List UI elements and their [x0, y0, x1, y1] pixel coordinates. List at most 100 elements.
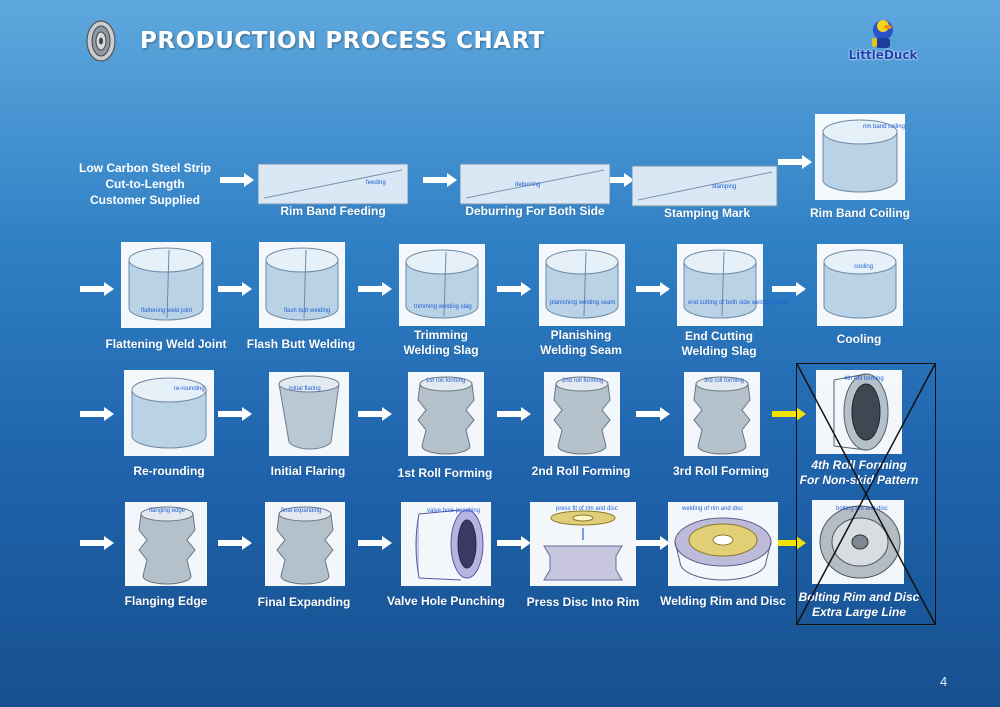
page-number: 4 — [940, 674, 948, 689]
step-label: Flattening Weld Joint — [105, 337, 227, 351]
right-arrow-icon — [497, 407, 531, 421]
step-tag: press fit of rim and disc — [556, 506, 618, 512]
step-label: Bolting Rim and Disc — [798, 590, 920, 604]
step-label: 2nd Roll Forming — [531, 464, 631, 478]
right-arrow-icon — [636, 407, 670, 421]
process-step-deburring: deburring Deburring For Both Side — [460, 150, 610, 280]
step-label: Planishing — [550, 328, 612, 342]
right-arrow-icon — [497, 536, 531, 550]
wheel-logo-icon — [86, 20, 116, 62]
steel-rim-icon: 1st roll forming — [408, 372, 484, 456]
intro-material-text: Low Carbon Steel Strip Cut-to-Length Cus… — [70, 160, 220, 208]
step-label: End Cutting — [685, 329, 753, 343]
process-step-stamping-mark: stamping Stamping Mark — [632, 150, 782, 280]
process-step-end-cutting-welding-slag: end cutting of both side welding seam En… — [644, 244, 794, 374]
intro-line: Cut-to-Length — [105, 177, 185, 191]
process-step-welding-rim-and-disc: welding of rim and disc Welding Rim and … — [648, 500, 798, 630]
process-step-press-disc-into-rim: press fit of rim and disc Press Disc Int… — [508, 500, 658, 630]
step-label: Rim Band Feeding — [280, 204, 386, 218]
step-label: Welding Slag — [403, 343, 479, 357]
intro-line: Customer Supplied — [89, 193, 200, 207]
process-step-4th-roll-forming: 4th roll forming 4th Roll Forming For No… — [784, 368, 934, 498]
steel-strip-icon: feeding — [258, 163, 408, 205]
step-label: Trimming — [413, 328, 468, 342]
steel-rim-icon: 2nd roll forming — [544, 372, 620, 456]
process-step-flattening-weld-joint: flattening weld joint Flattening Weld Jo… — [91, 242, 241, 372]
rim-band-cylinder-icon: trimming welding slag — [399, 244, 485, 326]
right-arrow-icon — [218, 536, 252, 550]
intro-line: Low Carbon Steel Strip — [78, 161, 211, 175]
step-tag: feeding — [366, 180, 386, 186]
rim-band-cylinder-icon: rim band coiling — [815, 114, 905, 200]
step-tag: trimming welding slag — [414, 304, 472, 310]
rim-band-cylinder-icon: flash butt welding — [259, 242, 345, 328]
process-step-2nd-roll-forming: 2nd roll forming 2nd Roll Forming — [506, 370, 656, 500]
step-label: Initial Flaring — [270, 464, 346, 478]
steel-rim-icon: flanging edge — [125, 502, 207, 586]
process-step-rim-band-coiling: rim band coiling Rim Band Coiling — [785, 112, 935, 242]
process-step-bolting-rim-and-disc: bolting rim and disc Bolting Rim and Dis… — [784, 498, 934, 628]
step-tag: planishing welding seam — [550, 300, 615, 306]
step-label: Valve Hole Punching — [386, 594, 506, 608]
process-step-re-rounding: re-rounding Re-rounding — [94, 370, 244, 500]
step-tag: 2nd roll forming — [562, 378, 603, 384]
process-step-3rd-roll-forming: 3rd roll forming 3rd Roll Forming — [646, 370, 796, 500]
step-tag: bolting rim and disc — [836, 506, 888, 512]
step-tag: welding of rim and disc — [681, 506, 743, 512]
process-step-rim-band-feeding: feeding Rim Band Feeding — [258, 150, 408, 280]
step-tag: flash butt welding — [284, 308, 330, 314]
step-label: Welding Rim and Disc — [660, 594, 786, 608]
step-label: Re-rounding — [133, 464, 205, 478]
step-tag: re-rounding — [174, 386, 205, 392]
right-arrow-icon — [600, 173, 634, 187]
process-step-planishing-welding-seam: planishing welding seam Planishing Weldi… — [506, 244, 656, 374]
step-tag: final expanding — [281, 508, 321, 514]
rim-band-cylinder-icon: planishing welding seam — [539, 244, 625, 326]
step-label: Deburring For Both Side — [465, 204, 605, 218]
step-tag: 3rd roll forming — [704, 378, 744, 384]
disc-press-icon: press fit of rim and disc — [530, 502, 636, 586]
step-tag: valve hole punching — [427, 508, 480, 514]
step-label: Stamping Mark — [663, 206, 750, 220]
flared-rim-icon: initial flaring — [269, 372, 349, 456]
process-step-initial-flaring: initial flaring Initial Flaring — [233, 370, 383, 500]
welded-wheel-icon: welding of rim and disc — [668, 502, 778, 586]
duck-mascot-icon — [872, 20, 893, 48]
step-label: Extra Large Line — [811, 605, 907, 619]
step-tag: end cutting of both side welding seam — [688, 300, 788, 306]
steel-rim-icon: 3rd roll forming — [684, 372, 760, 456]
steel-wheel-icon: bolting rim and disc — [812, 500, 904, 584]
right-arrow-icon — [80, 536, 114, 550]
steel-strip-icon: stamping — [632, 165, 778, 207]
right-arrow-icon — [772, 282, 806, 296]
rim-band-cylinder-icon: cooling — [817, 244, 903, 326]
step-tag: cooling — [854, 264, 873, 270]
step-label: Flash Butt Welding — [246, 337, 356, 351]
cross-out-box — [796, 363, 936, 625]
right-arrow-icon — [358, 282, 392, 296]
right-arrow-icon — [220, 173, 254, 187]
step-label: Welding Slag — [681, 344, 757, 358]
yellow-right-arrow-icon — [772, 407, 806, 421]
step-tag: stamping — [712, 184, 736, 190]
process-step-cooling: cooling Cooling — [784, 244, 934, 374]
step-tag: 1st roll forming — [426, 378, 465, 384]
process-step-flanging-edge: flanging edge Flanging Edge — [91, 500, 241, 630]
right-arrow-icon — [80, 407, 114, 421]
step-tag: flanging edge — [149, 508, 186, 514]
step-label: Flanging Edge — [124, 594, 208, 608]
step-label: 3rd Roll Forming — [673, 464, 769, 478]
right-arrow-icon — [80, 282, 114, 296]
steel-rim-side-icon: 4th roll forming — [816, 370, 902, 454]
step-label: Cooling — [836, 332, 882, 346]
right-arrow-icon — [358, 536, 392, 550]
rim-band-cylinder-icon: end cutting of both side welding seam — [677, 244, 788, 326]
step-label: Rim Band Coiling — [810, 206, 910, 220]
steel-rim-icon: final expanding — [265, 502, 345, 586]
step-label: Final Expanding — [257, 595, 351, 609]
brand-name: LittleDuck — [848, 48, 918, 62]
process-step-final-expanding: final expanding Final Expanding — [229, 500, 379, 630]
rim-band-cylinder-icon: re-rounding — [124, 370, 214, 456]
right-arrow-icon — [636, 282, 670, 296]
right-arrow-icon — [218, 407, 252, 421]
